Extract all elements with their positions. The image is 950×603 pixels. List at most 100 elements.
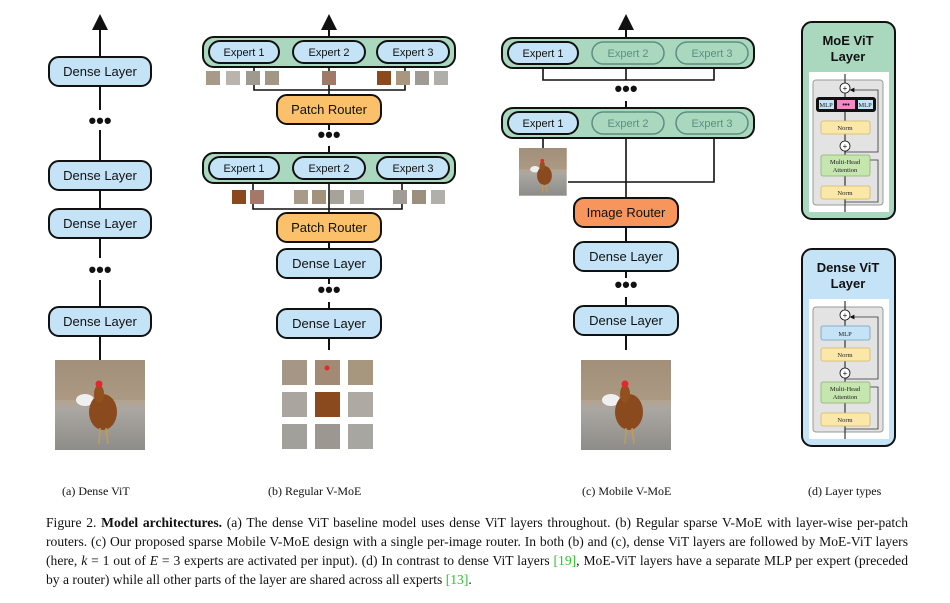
dense-layer-label: Dense Layer [292,256,366,271]
expert-3-label: Expert 3 [393,47,434,59]
norm-label: Norm [837,417,852,424]
dense-layer-label: Dense Layer [292,316,366,331]
input-chicken-image [580,359,672,451]
moe-layer-top: Expert 1 Expert 2 Expert 3 [501,37,755,69]
caption-text: (a) The dense ViT baseline model uses de… [46,515,908,568]
mlp-expert [858,100,873,109]
residual-add-icon [839,140,851,152]
moe-layer-top: Expert 1 Expert 2 Expert 3 [202,36,456,68]
plus-glyph: + [843,369,848,378]
expert-3-inactive-label: Expert 3 [692,48,733,60]
expert-3-label: Expert 3 [393,163,434,175]
mha-label: Attention [833,394,858,401]
image-router-box: Image Router [573,197,679,228]
expert-1-label: Expert 1 [224,47,265,59]
patch-router-box: Patch Router [276,212,382,243]
subcaption-a: (a) Dense ViT [62,484,130,498]
mha-block [820,154,871,177]
residual-add-icon [839,309,851,321]
mha-label: Multi-Head [830,159,861,166]
math-k: k [81,553,88,568]
dense-layer-box: Dense Layer [48,306,152,337]
mha-label: Attention [833,167,858,174]
dense-layer-box: Dense Layer [573,241,679,272]
ellipsis: ••• [317,277,340,302]
input-chicken-image [54,359,146,451]
dense-layer-box: Dense Layer [573,305,679,336]
expert-1-label: Expert 1 [224,163,265,175]
figure-caption: Figure 2. Model architectures. (a) The d… [46,513,908,589]
citation-link[interactable]: [13] [445,572,469,587]
dense-layer-label: Dense Layer [589,249,663,264]
mha-label: Multi-Head [830,386,861,393]
dense-vit-title: Layer [831,276,866,291]
moe-vit-title: MoE ViT [822,33,873,48]
dense-layer-label: Dense Layer [589,313,663,328]
expert-1-active-label: Expert 1 [523,118,564,130]
dense-layer-label: Dense Layer [63,216,137,231]
ellipsis: ••• [317,122,340,147]
caption-text: , MoE-ViT layers have a separate MLP per… [46,553,908,587]
panel-c-mobile-vmoe: Expert 1 Expert 2 Expert 3 ••• Expert 1 … [501,14,755,451]
expert-1-active-label: Expert 1 [523,48,564,60]
patch-router-label: Patch Router [291,102,368,117]
patch-router-label: Patch Router [291,220,368,235]
ellipsis: ••• [614,76,637,101]
dense-layer-label: Dense Layer [63,168,137,183]
mlp-expert-router [837,100,855,109]
mha-block [820,381,871,404]
plus-glyph: + [843,142,848,151]
subcaption-c: (c) Mobile V-MoE [582,484,672,498]
subcaption-b: (b) Regular V-MoE [268,484,362,498]
caption-title: Model architectures. [101,515,223,530]
norm-block [820,347,871,362]
mlp-block [820,325,871,341]
subcaption-d: (d) Layer types [808,484,882,498]
dense-layer-box: Dense Layer [48,160,152,191]
norm-label: Norm [837,190,852,197]
image-router-label: Image Router [587,205,666,220]
norm-label: Norm [837,352,852,359]
dense-layer-box: Dense Layer [276,308,382,339]
input-patch-grid [282,360,373,449]
dense-layer-label: Dense Layer [63,64,137,79]
moe-layer-bottom: Expert 1 Expert 2 Expert 3 [202,152,456,184]
patch-router-box: Patch Router [276,94,382,125]
dense-layer-label: Dense Layer [63,314,137,329]
norm-block [820,185,871,200]
panel-a-dense-vit: Dense Layer ••• Dense Layer Dense Layer … [48,14,152,451]
panel-b-regular-vmoe: Expert 1 Expert 2 Expert 3 Patch Router … [202,14,456,449]
plus-glyph: + [843,311,848,320]
expert-2-label: Expert 2 [309,47,350,59]
dense-vit-layer-card: Dense ViT Layer Norm Multi-Head Attentio… [801,248,896,447]
caption-text: = 3 experts are activated per input). (d… [158,553,554,568]
expert-2-inactive-label: Expert 2 [608,48,649,60]
ellipsis: ••• [88,108,111,133]
expert-2-inactive-label: Expert 2 [608,118,649,130]
ellipsis: ••• [88,257,111,282]
architecture-figure: Dense Layer ••• Dense Layer Dense Layer … [48,14,896,451]
mlp-label: MLP [838,331,852,338]
expert-3-inactive-label: Expert 3 [692,118,733,130]
moe-vit-title: Layer [831,49,866,64]
routed-chicken-image [518,147,568,197]
norm-label: Norm [837,125,852,132]
dense-layer-box: Dense Layer [48,208,152,239]
math-E: E [149,553,159,568]
norm-block [820,412,871,427]
dots-glyph: ••• [842,102,850,109]
citation-link[interactable]: [19] [553,553,577,568]
dense-vit-title: Dense ViT [817,260,880,275]
dense-layer-box: Dense Layer [276,248,382,279]
caption-text: = 1 out of [87,553,150,568]
expert-2-label: Expert 2 [309,163,350,175]
mlp-expert [819,100,834,109]
patch-thumbnails-bottom [232,190,445,204]
ellipsis: ••• [614,272,637,297]
residual-add-icon [839,367,851,379]
routing-lines [252,183,403,215]
norm-block [820,120,871,135]
mlp-label: MLP [858,102,872,109]
moe-layer-bottom: Expert 1 Expert 2 Expert 3 [501,107,755,139]
residual-add-icon [839,82,851,94]
